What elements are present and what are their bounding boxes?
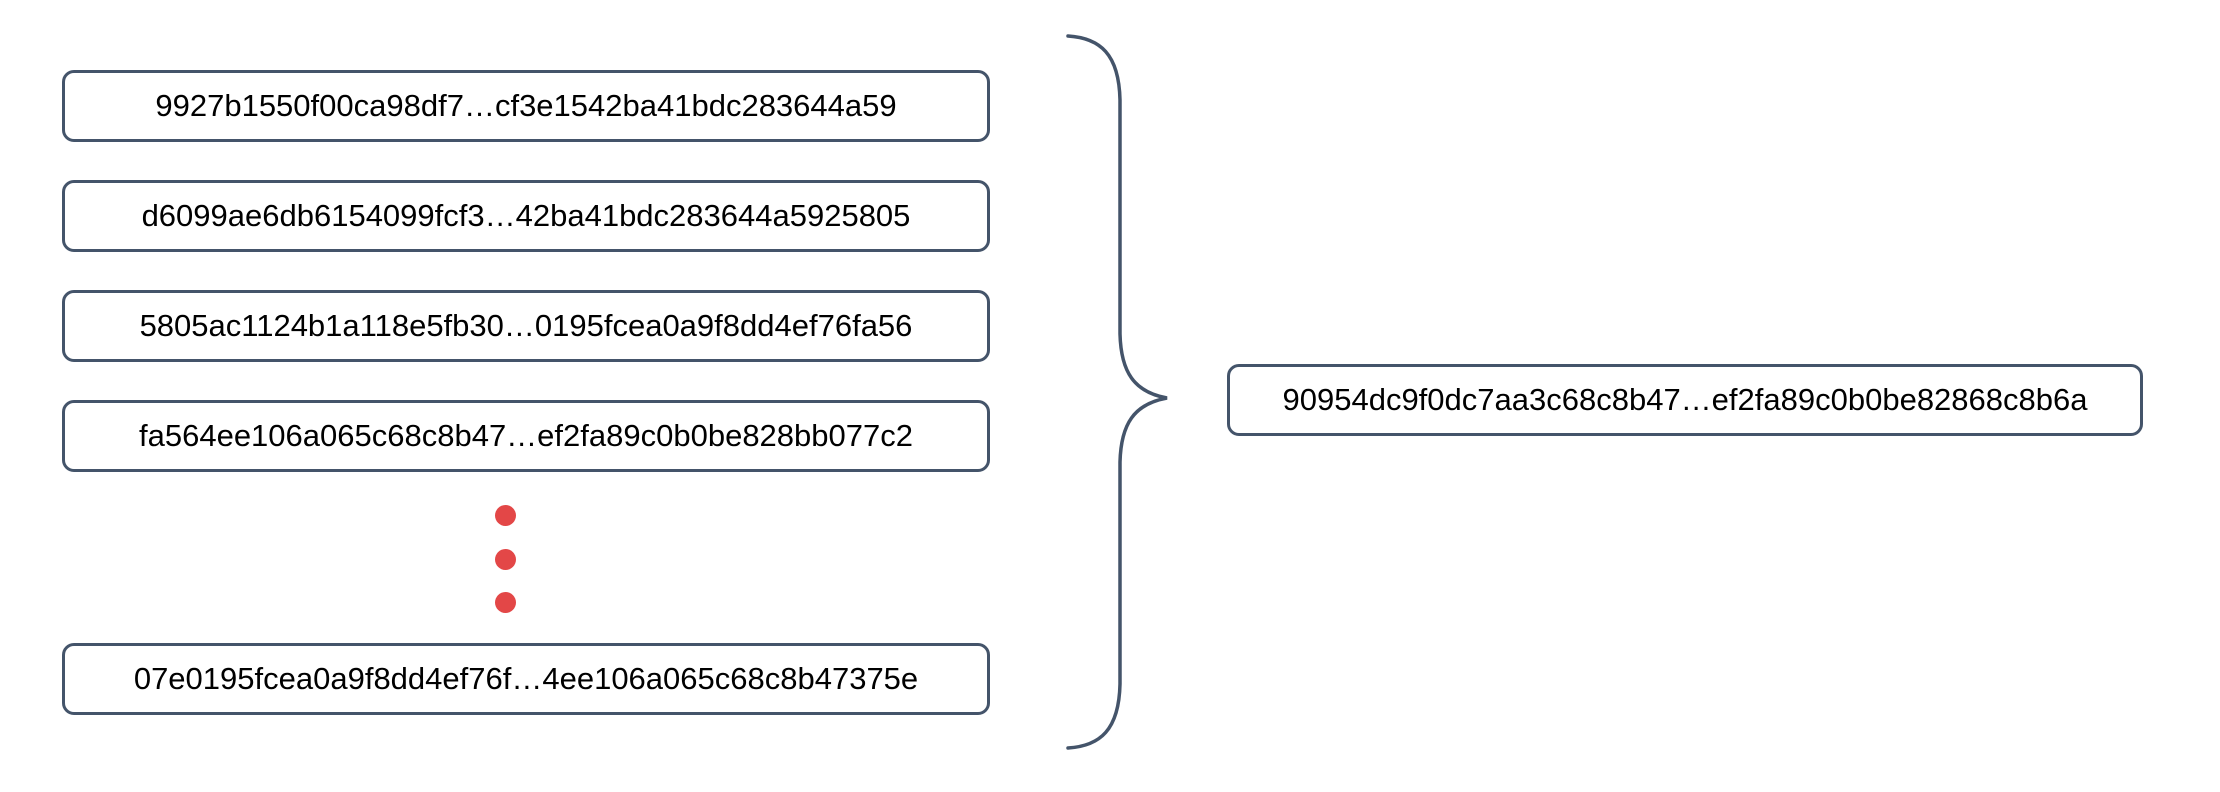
input-hash-box-4: fa564ee106a065c68c8b47…ef2fa89c0b0be828b… [62,400,990,472]
hash-text: 9927b1550f00ca98df7…cf3e1542ba41bdc28364… [155,88,897,123]
ellipsis-dot [495,549,516,570]
input-hash-box-3: 5805ac1124b1a118e5fb30…0195fcea0a9f8dd4e… [62,290,990,362]
input-hash-box-1: 9927b1550f00ca98df7…cf3e1542ba41bdc28364… [62,70,990,142]
hash-text: 90954dc9f0dc7aa3c68c8b47…ef2fa89c0b0be82… [1282,382,2088,417]
input-hash-box-n: 07e0195fcea0a9f8dd4ef76f…4ee106a065c68c8… [62,643,990,715]
hash-text: d6099ae6db6154099fcf3…42ba41bdc283644a59… [141,198,911,233]
hash-text: 5805ac1124b1a118e5fb30…0195fcea0a9f8dd4e… [139,308,913,343]
hash-text: fa564ee106a065c68c8b47…ef2fa89c0b0be828b… [139,418,913,453]
ellipsis-dot [495,505,516,526]
output-hash-box: 90954dc9f0dc7aa3c68c8b47…ef2fa89c0b0be82… [1227,364,2143,436]
hash-text: 07e0195fcea0a9f8dd4ef76f…4ee106a065c68c8… [133,661,919,696]
ellipsis-dot [495,592,516,613]
input-hash-box-2: d6099ae6db6154099fcf3…42ba41bdc283644a59… [62,180,990,252]
